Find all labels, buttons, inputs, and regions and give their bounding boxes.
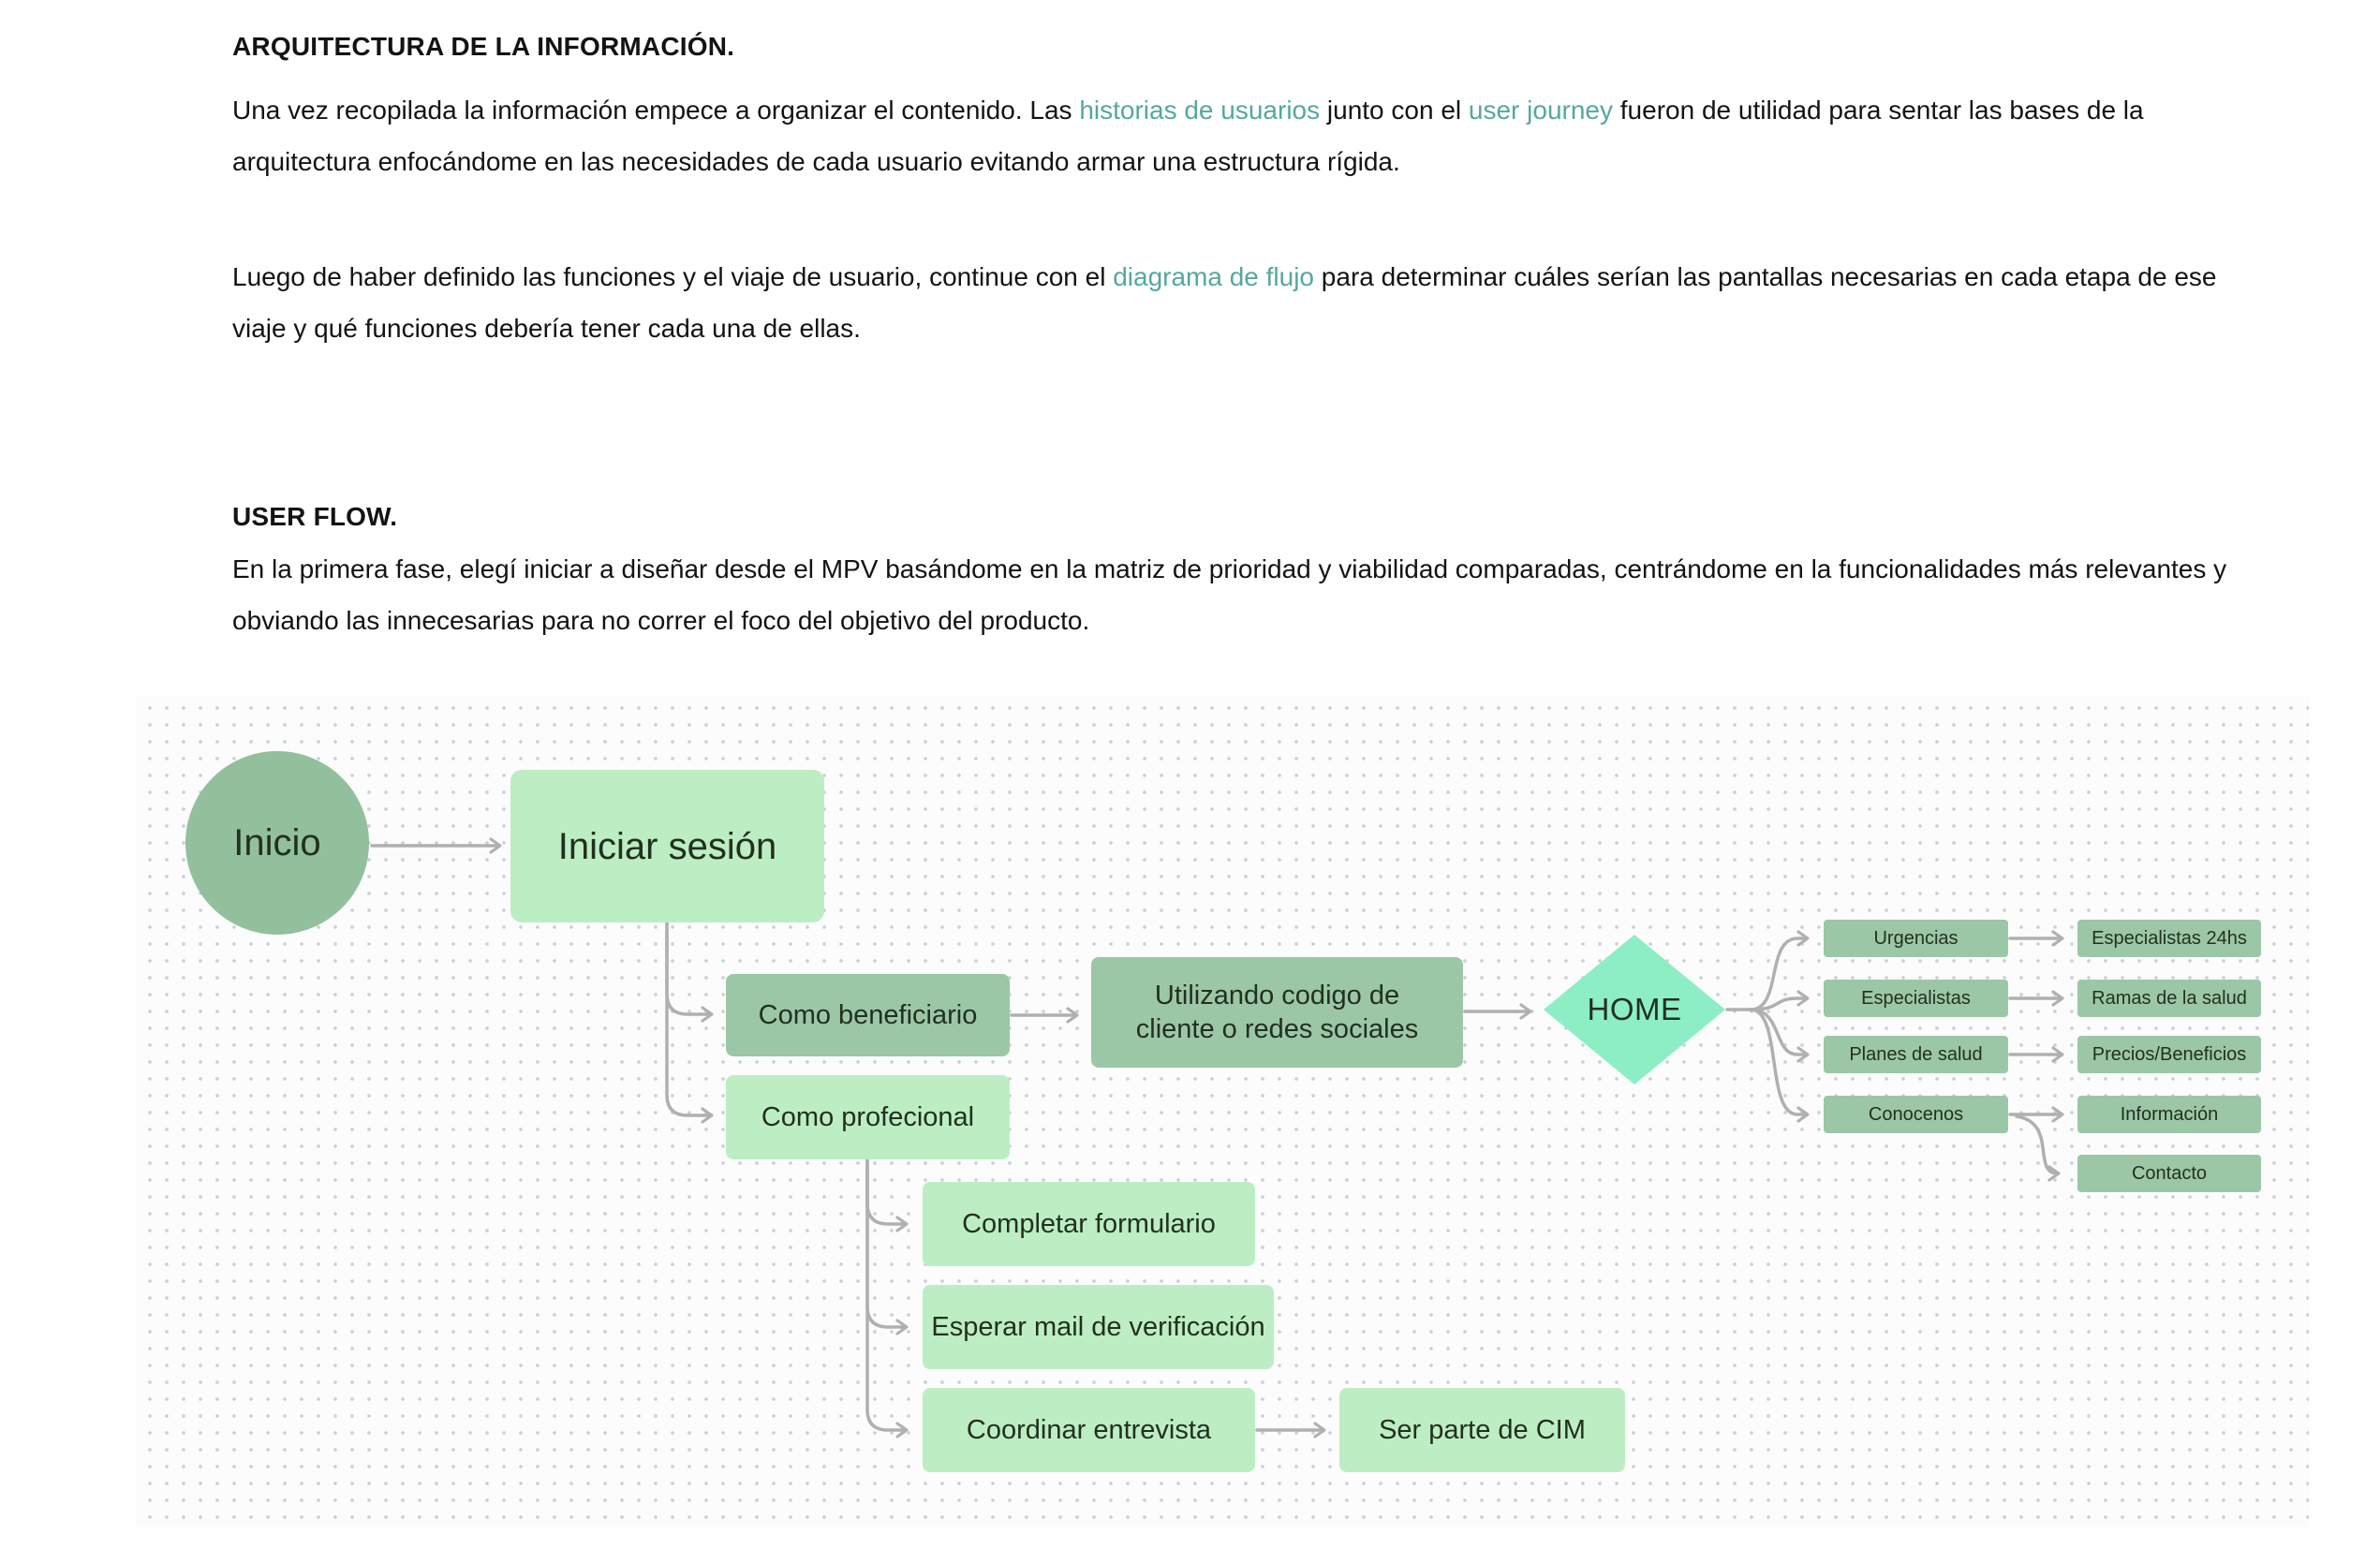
section-title-arquitectura: ARQUITECTURA DE LA INFORMACIÓN. bbox=[232, 32, 735, 61]
flow-node-como-profecional: Como profecional bbox=[726, 1075, 1010, 1159]
flow-node-contacto: Contacto bbox=[2077, 1155, 2261, 1192]
arrow-iniciar-to-profecional bbox=[665, 921, 714, 1124]
arrow-home-to-especialistas bbox=[1749, 990, 1810, 1011]
flow-node-ramas-de-la-salud: Ramas de la salud bbox=[2077, 980, 2261, 1017]
link-historias-de-usuarios[interactable]: historias de usuarios bbox=[1079, 96, 1321, 125]
arrow-profecional-to-esperar bbox=[865, 1158, 909, 1335]
paragraph-text: junto con el bbox=[1320, 96, 1469, 125]
link-user-journey[interactable]: user journey bbox=[1468, 96, 1613, 125]
paragraph-text: Una vez recopilada la información empece… bbox=[232, 96, 1080, 125]
flow-node-inicio: Inicio bbox=[185, 751, 369, 935]
arrow-lines bbox=[370, 837, 2064, 1438]
flow-node-como-beneficiario: Como beneficiario bbox=[726, 974, 1010, 1056]
section-title-user-flow: USER FLOW. bbox=[232, 502, 398, 531]
arrow-home-to-urgencias bbox=[1749, 930, 1810, 1011]
flow-node-precios-beneficios: Precios/Beneficios bbox=[2077, 1036, 2261, 1073]
flow-node-especialistas: Especialistas bbox=[1824, 980, 2008, 1017]
flow-node-completar-formulario: Completar formulario bbox=[923, 1182, 1255, 1266]
flow-node-especialistas-24hs: Especialistas 24hs bbox=[2077, 920, 2261, 957]
paragraph-diagrama: Luego de haber definido las funciones y … bbox=[232, 251, 2227, 354]
arrow-home-to-planes bbox=[1749, 1008, 1810, 1063]
flow-node-iniciar-sesion: Iniciar sesión bbox=[510, 770, 824, 922]
arrow-home-to-conocenos bbox=[1749, 1008, 1810, 1123]
arrow-conocenos-to-contacto bbox=[2015, 1114, 2061, 1182]
paragraph-user-flow: En la primera fase, elegí iniciar a dise… bbox=[232, 554, 2227, 635]
case-study-text: ARQUITECTURA DE LA INFORMACIÓN. Una vez … bbox=[232, 32, 2227, 646]
flow-canvas: Inicio Iniciar sesión Como beneficiario … bbox=[136, 696, 2309, 1527]
paragraph-text: para determinar cuáles serían las pantal… bbox=[232, 262, 2217, 343]
arrow-profecional-to-completar bbox=[865, 1158, 909, 1232]
arrow-profecional-to-coordinar bbox=[865, 1158, 909, 1438]
flow-node-ser-parte-cim: Ser parte de CIM bbox=[1339, 1388, 1625, 1472]
arrow-iniciar-to-beneficiario bbox=[665, 921, 714, 1023]
flow-node-esperar-mail: Esperar mail de verificación bbox=[923, 1285, 1274, 1369]
flow-node-coordinar-entrevista: Coordinar entrevista bbox=[923, 1388, 1255, 1472]
paragraph-text: fueron de utilidad para sentar las bases… bbox=[232, 96, 2144, 176]
paragraph-text: Luego de haber definido las funciones y … bbox=[232, 262, 1114, 291]
flow-node-conocenos: Conocenos bbox=[1824, 1096, 2008, 1133]
flow-node-planes-de-salud: Planes de salud bbox=[1824, 1036, 2008, 1073]
link-diagrama-de-flujo[interactable]: diagrama de flujo bbox=[1113, 262, 1315, 291]
flow-connectors bbox=[370, 837, 2064, 1438]
flow-node-urgencias: Urgencias bbox=[1824, 920, 2008, 957]
paragraph-arquitectura: Una vez recopilada la información empece… bbox=[232, 84, 2227, 187]
flow-node-utilizando-codigo: Utilizando codigo de cliente o redes soc… bbox=[1091, 957, 1463, 1068]
flow-node-informacion: Información bbox=[2077, 1096, 2261, 1133]
